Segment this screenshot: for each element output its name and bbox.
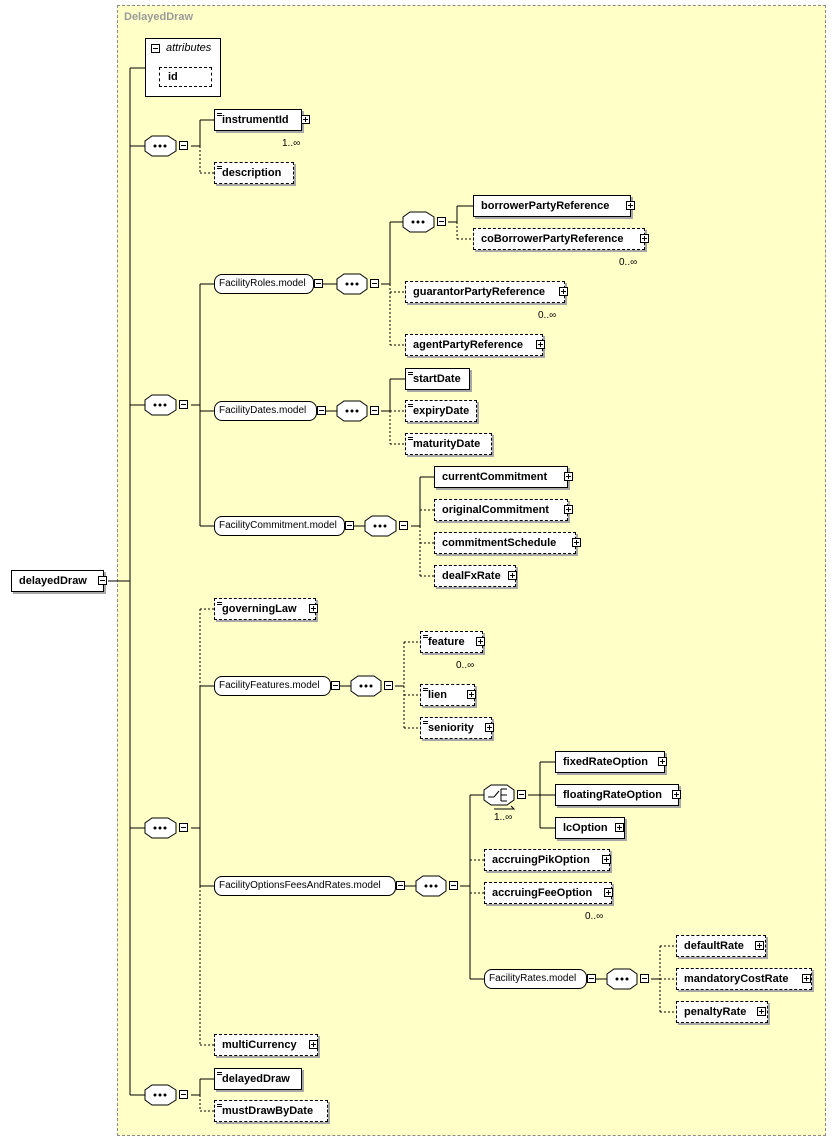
expand-icon[interactable] (309, 1040, 318, 1049)
group-facility-features-model[interactable]: FacilityFeatures.model (214, 676, 331, 696)
expand-icon[interactable] (640, 234, 649, 243)
expand-icon[interactable] (301, 115, 310, 124)
expand-icon[interactable] (615, 823, 624, 832)
attributes-box: attributes id (145, 38, 221, 97)
collapse-icon[interactable] (396, 881, 405, 890)
collapse-icon[interactable] (517, 790, 526, 799)
collapse-icon[interactable] (399, 521, 408, 530)
element-instrumentId[interactable]: instrumentId (214, 109, 306, 135)
multiplicity-label: 0..∞ (538, 310, 557, 321)
group-facility-roles-model[interactable]: FacilityRoles.model (214, 274, 314, 294)
element-agentPartyReference[interactable]: agentPartyReference (405, 334, 543, 356)
expand-icon[interactable] (802, 974, 811, 983)
collapse-icon[interactable] (370, 406, 379, 415)
collapse-icon[interactable] (331, 681, 340, 690)
collapse-icon[interactable] (151, 44, 160, 53)
root-element-delayedDraw[interactable]: delayedDraw (11, 570, 104, 592)
element-currentCommitment[interactable]: currentCommitment (434, 466, 568, 488)
expand-icon[interactable] (564, 505, 573, 514)
multiplicity-label: 0..∞ (456, 660, 475, 671)
element-description[interactable]: description (214, 162, 294, 184)
expand-icon[interactable] (309, 604, 318, 613)
collapse-icon[interactable] (449, 881, 458, 890)
expand-icon[interactable] (536, 340, 545, 349)
collapse-icon[interactable] (98, 576, 107, 585)
multiplicity-label: 0..∞ (585, 911, 604, 922)
collapse-icon[interactable] (384, 681, 393, 690)
collapse-icon[interactable] (179, 400, 188, 409)
expand-icon[interactable] (672, 790, 681, 799)
collapse-icon[interactable] (345, 521, 354, 530)
expand-icon[interactable] (658, 757, 667, 766)
collapse-icon[interactable] (179, 823, 188, 832)
element-borrowerPartyReference[interactable]: borrowerPartyReference (473, 195, 631, 217)
element-originalCommitment[interactable]: originalCommitment (434, 499, 568, 521)
expand-icon[interactable] (755, 941, 764, 950)
element-lcOption[interactable]: lcOption (555, 817, 625, 839)
element-fixedRateOption[interactable]: fixedRateOption (555, 751, 665, 773)
collapse-icon[interactable] (179, 141, 188, 150)
expand-icon[interactable] (572, 538, 581, 547)
element-governingLaw[interactable]: governingLaw (214, 598, 316, 620)
group-facility-options-fees-and-rates-model[interactable]: FacilityOptionsFeesAndRates.model (214, 876, 396, 896)
element-startDate[interactable]: startDate (405, 368, 470, 390)
expand-icon[interactable] (564, 472, 573, 481)
element-multiCurrency[interactable]: multiCurrency (214, 1034, 318, 1056)
expand-icon[interactable] (757, 1007, 766, 1016)
expand-icon[interactable] (626, 201, 635, 210)
collapse-icon[interactable] (587, 974, 596, 983)
collapse-icon[interactable] (314, 279, 323, 288)
element-mandatoryCostRate[interactable]: mandatoryCostRate (676, 968, 812, 990)
element-delayedDraw[interactable]: delayedDraw (214, 1068, 302, 1090)
element-guarantorPartyReference[interactable]: guarantorPartyReference (405, 281, 569, 307)
multiplicity-label: 1..∞ (282, 138, 301, 149)
element-accruingPikOption[interactable]: accruingPikOption (484, 849, 610, 871)
collapse-icon[interactable] (640, 974, 649, 983)
element-penaltyRate[interactable]: penaltyRate (676, 1001, 768, 1023)
element-expiryDate[interactable]: expiryDate (405, 400, 477, 422)
expand-icon[interactable] (485, 723, 494, 732)
collapse-icon[interactable] (437, 217, 446, 226)
expand-icon[interactable] (602, 855, 611, 864)
group-facility-rates-model[interactable]: FacilityRates.model (484, 969, 587, 989)
element-feature[interactable]: feature (420, 631, 487, 657)
expand-icon[interactable] (559, 287, 568, 296)
element-commitmentSchedule[interactable]: commitmentSchedule (434, 532, 576, 554)
expand-icon[interactable] (604, 888, 613, 897)
element-floatingRateOption[interactable]: floatingRateOption (555, 784, 679, 806)
element-mustDrawByDate[interactable]: mustDrawByDate (214, 1100, 328, 1122)
element-seniority[interactable]: seniority (420, 717, 492, 739)
expand-icon[interactable] (467, 690, 476, 699)
group-facility-dates-model[interactable]: FacilityDates.model (214, 401, 317, 421)
attributes-title: attributes (166, 42, 212, 54)
collapse-icon[interactable] (179, 1090, 188, 1099)
element-accruingFeeOption[interactable]: accruingFeeOption (484, 882, 616, 908)
collapse-icon[interactable] (317, 406, 326, 415)
frame-title: DelayedDraw (124, 11, 194, 23)
element-lien[interactable]: lien (420, 684, 475, 706)
attribute-id[interactable]: id (159, 67, 212, 87)
multiplicity-label: 0..∞ (619, 257, 638, 268)
multiplicity-label: 1..∞ (494, 812, 513, 823)
collapse-icon[interactable] (370, 279, 379, 288)
element-maturityDate[interactable]: maturityDate (405, 433, 492, 455)
element-defaultRate[interactable]: defaultRate (676, 935, 766, 957)
expand-icon[interactable] (476, 637, 485, 646)
group-facility-commitment-model[interactable]: FacilityCommitment.model (214, 516, 345, 536)
element-dealFxRate[interactable]: dealFxRate (434, 565, 516, 587)
expand-icon[interactable] (508, 571, 517, 580)
element-coBorrowerPartyReference[interactable]: coBorrowerPartyReference (473, 228, 649, 254)
